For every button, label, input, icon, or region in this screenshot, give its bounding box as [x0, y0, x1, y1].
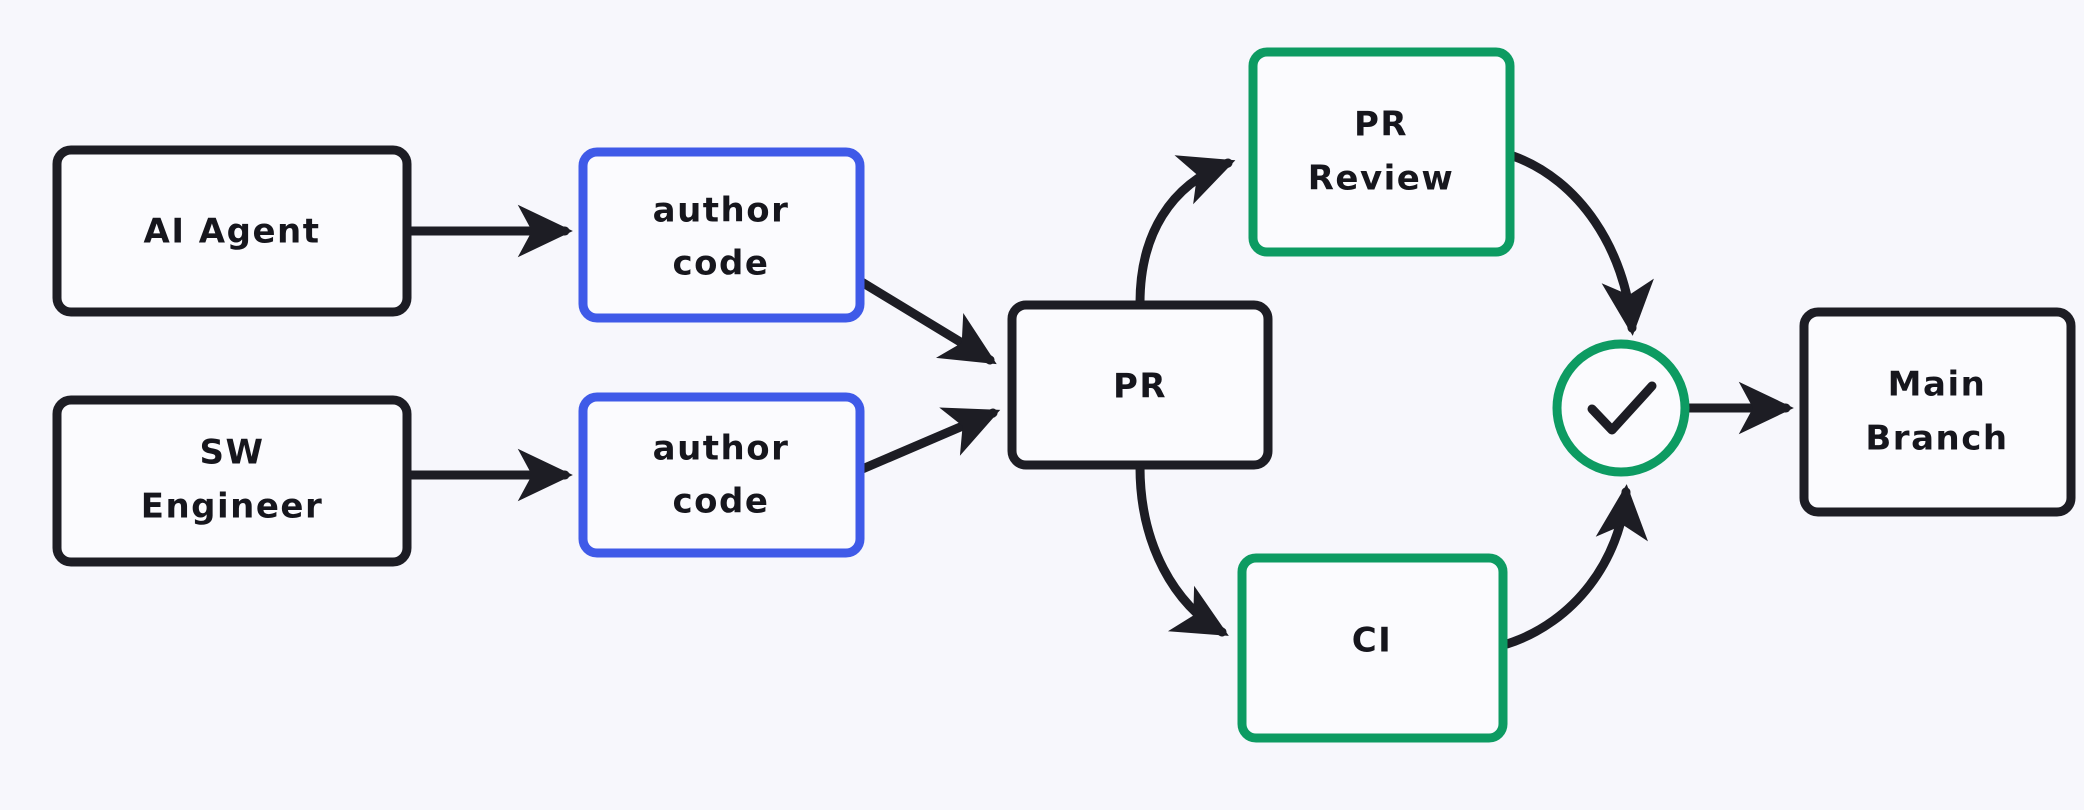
author-code-agent-box[interactable] — [578, 147, 865, 323]
author-code-agent-label-line1: author — [653, 191, 790, 231]
edge-pr-review-to-check — [1508, 151, 1654, 336]
ai-agent-label: AI Agent — [144, 212, 321, 252]
ai-agent-box[interactable] — [52, 145, 412, 317]
edge-author-code-engineer-to-pr — [855, 407, 1001, 475]
sw-engineer-label-line2: Engineer — [141, 487, 324, 527]
node-author-code-engineer[interactable]: author code — [578, 392, 865, 558]
author-code-agent-label-line2: code — [673, 244, 770, 284]
node-sw-engineer[interactable]: SW Engineer — [52, 395, 412, 567]
node-ci[interactable]: CI — [1237, 553, 1508, 743]
pr-label: PR — [1113, 367, 1167, 407]
author-code-engineer-label-line1: author — [653, 429, 790, 469]
main-branch-label-line1: Main — [1888, 365, 1987, 405]
pr-box[interactable] — [1007, 300, 1273, 470]
sw-engineer-label-line1: SW — [200, 433, 265, 473]
ci-label: CI — [1352, 621, 1393, 661]
node-author-code-agent[interactable]: author code — [578, 147, 865, 323]
node-pr-review[interactable]: PR Review — [1248, 47, 1515, 257]
ci-box[interactable] — [1237, 553, 1508, 743]
approved-check-circle[interactable] — [1552, 339, 1690, 477]
author-code-engineer-box[interactable] — [578, 392, 865, 558]
node-approved-check[interactable] — [1552, 339, 1690, 477]
main-branch-label-line2: Branch — [1865, 419, 2008, 459]
node-ai-agent[interactable]: AI Agent — [52, 145, 412, 317]
pr-review-label-line1: PR — [1354, 105, 1408, 145]
pr-review-label-line2: Review — [1308, 159, 1455, 199]
node-main-branch[interactable]: Main Branch — [1799, 307, 2076, 517]
edge-ci-to-check — [1502, 484, 1648, 649]
edge-pr-to-pr-review — [1135, 155, 1236, 308]
edges-layer — [402, 151, 1794, 649]
author-code-engineer-label-line2: code — [673, 482, 770, 522]
sw-engineer-box[interactable] — [52, 395, 412, 567]
pr-review-box[interactable] — [1248, 47, 1515, 257]
edge-pr-to-ci — [1135, 462, 1229, 637]
main-branch-box[interactable] — [1799, 307, 2076, 517]
node-pr[interactable]: PR — [1007, 300, 1273, 470]
check-icon — [1587, 381, 1657, 435]
edge-author-code-agent-to-pr — [855, 276, 997, 365]
